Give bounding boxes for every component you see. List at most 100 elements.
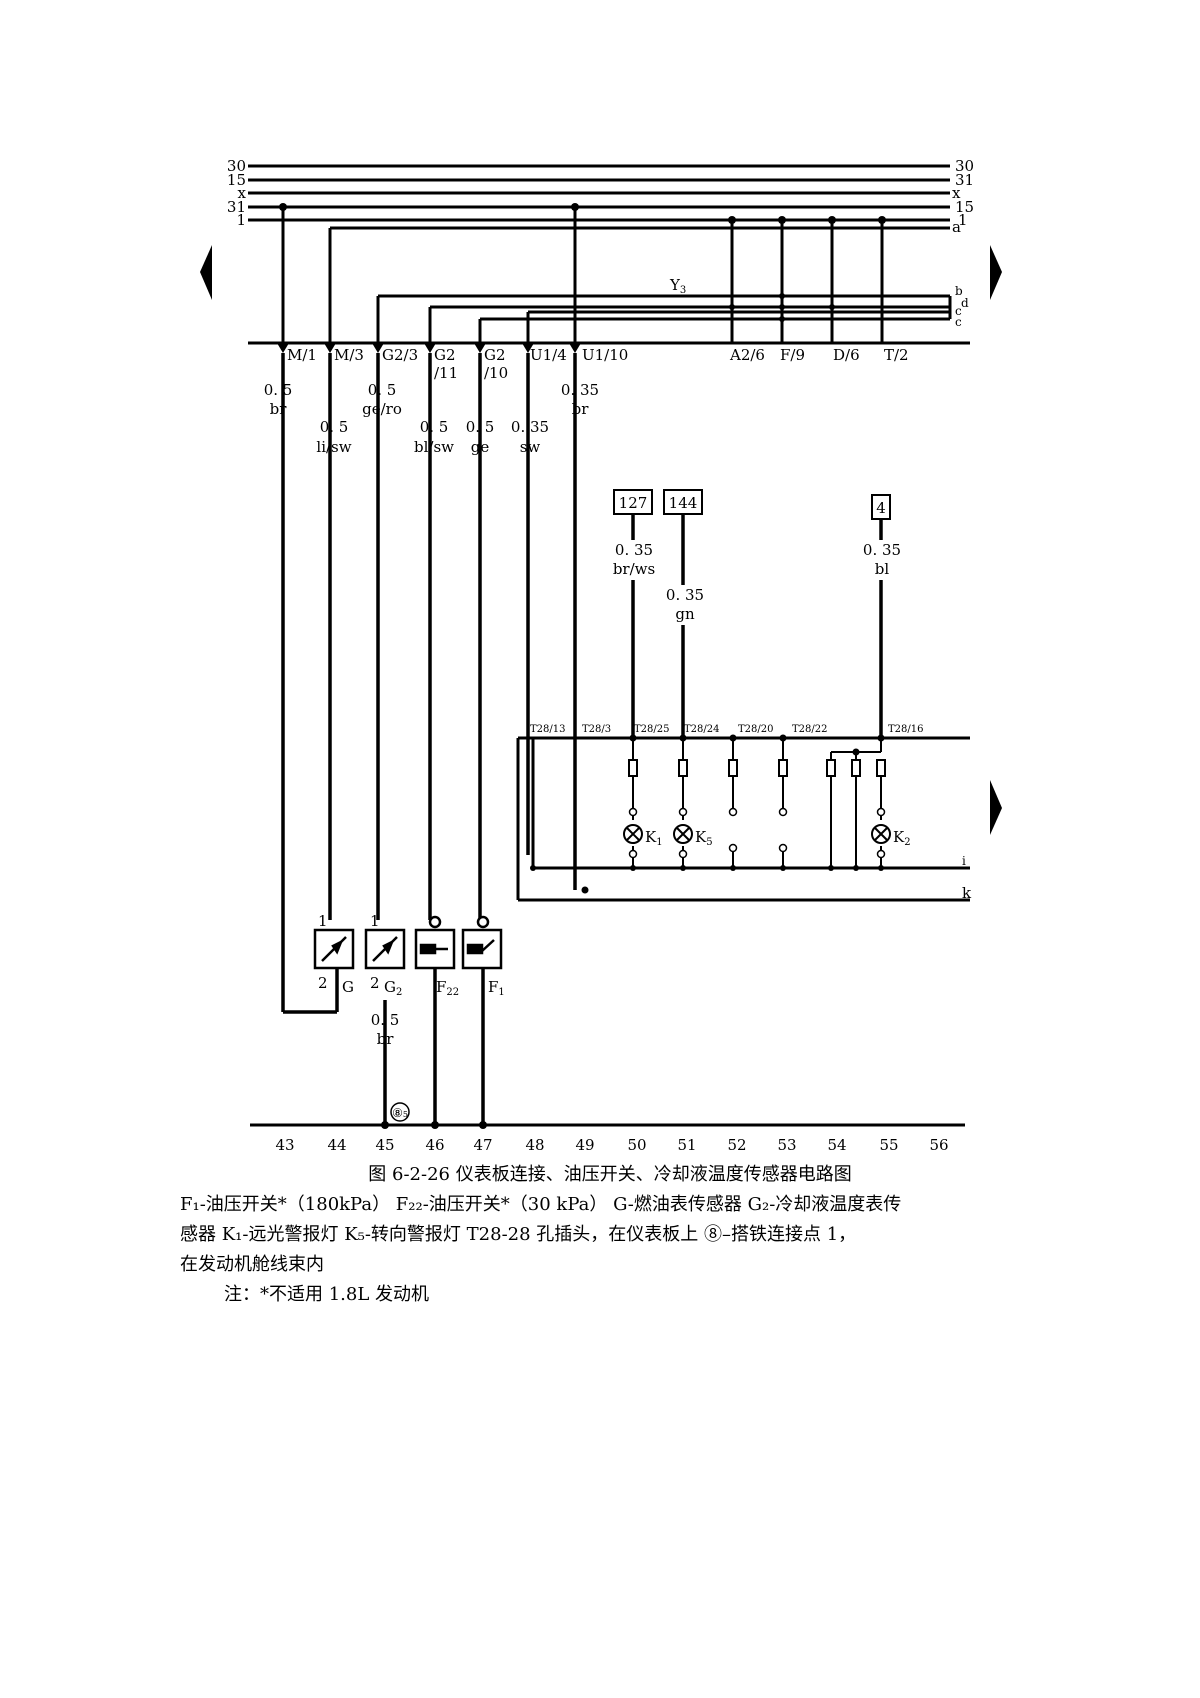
bus-right-15: 15 (955, 198, 974, 216)
svg-text:li/sw: li/sw (316, 438, 351, 456)
ref-box-127: 127 (619, 494, 648, 512)
switch-f22 (414, 915, 456, 970)
switch-f1 (461, 915, 503, 970)
svg-text:br: br (270, 400, 288, 418)
bus-label-1: 1 (236, 211, 246, 229)
svg-text:ge: ge (471, 438, 490, 456)
svg-text:43: 43 (275, 1136, 294, 1154)
ref-wires (631, 514, 883, 735)
svg-text:M/3: M/3 (334, 346, 364, 364)
sensor-g2-pin1: 1 (370, 912, 380, 930)
svg-text:T28/16: T28/16 (888, 724, 924, 735)
svg-text:G2: G2 (434, 346, 456, 364)
legend-line-2: 感器 K₁-远光警报灯 K₅-转向警报灯 T28-28 孔插头，在仪表板上 ⑧–… (180, 1224, 857, 1245)
svg-text:0. 35: 0. 35 (666, 586, 704, 604)
position-numbers: 43 44 45 46 47 48 49 50 51 52 53 54 55 5… (275, 1136, 948, 1154)
bus-label-30: 30 (227, 157, 246, 175)
svg-text:⑧5: ⑧5 (392, 1106, 408, 1120)
svg-text:bl/sw: bl/sw (414, 438, 454, 456)
svg-text:0. 5: 0. 5 (466, 418, 495, 436)
svg-text:51: 51 (677, 1136, 696, 1154)
reference-boxes (613, 489, 891, 520)
terminal-labels: T28/13 T28/3 T28/25 T28/24 T28/20 T28/22… (530, 724, 924, 735)
svg-text:br: br (572, 400, 590, 418)
bus-junctions (279, 203, 886, 322)
lamp-k2-label: K2 (893, 828, 911, 848)
bus-label-15: 15 (227, 171, 246, 189)
connector-labels: M/1 M/3 G2/3 G2 /11 G2 /10 U1/4 U1/10 A2… (287, 346, 909, 382)
svg-text:46: 46 (425, 1136, 444, 1154)
svg-text:44: 44 (327, 1136, 346, 1154)
svg-text:/11: /11 (434, 364, 458, 382)
svg-text:49: 49 (575, 1136, 594, 1154)
sensor-g (313, 928, 355, 970)
bottom-junctions (381, 1121, 487, 1129)
sensor-g2-label: G2 (384, 978, 402, 998)
svg-text:/10: /10 (484, 364, 508, 382)
svg-text:gn: gn (675, 605, 695, 623)
bus-right-x: x (952, 184, 961, 202)
bus-right-1: 1 (958, 211, 968, 229)
svg-text:G2: G2 (484, 346, 506, 364)
ref-box-4: 4 (876, 499, 886, 517)
cluster-branches (628, 738, 886, 868)
svg-text:T28/13: T28/13 (530, 724, 566, 735)
svg-text:G2/3: G2/3 (382, 346, 418, 364)
bus-labels-left: 30 15 x 31 1 (227, 157, 247, 229)
sensor-wires (281, 353, 577, 1125)
ref-box-144: 144 (669, 494, 698, 512)
right-arrow-marker-bottom (990, 780, 1002, 835)
harness-right-labels: b d c c (955, 284, 969, 329)
connector-pins (277, 343, 581, 353)
svg-text:48: 48 (525, 1136, 544, 1154)
lamp-k2 (871, 824, 891, 844)
svg-text:T28/20: T28/20 (738, 724, 774, 735)
svg-text:53: 53 (777, 1136, 796, 1154)
svg-text:br: br (377, 1030, 395, 1048)
svg-text:55: 55 (879, 1136, 898, 1154)
legend-line-1: F₁-油压开关*（180kPa） F₂₂-油压开关*（30 kPa） G-燃油表… (180, 1194, 902, 1215)
bus-right-a: a (952, 218, 961, 236)
circuit-diagram: 30 15 x 31 1 30 31 x 15 1 a Y3 b d c c (200, 157, 1002, 1154)
svg-text:0. 5: 0. 5 (371, 1011, 400, 1029)
bus-labels-right: 30 31 x 15 1 a (952, 157, 974, 236)
right-arrow-marker-top (990, 245, 1002, 300)
svg-text:T28/22: T28/22 (792, 724, 828, 735)
svg-text:br/ws: br/ws (613, 560, 655, 578)
svg-text:U1/10: U1/10 (582, 346, 628, 364)
svg-text:T/2: T/2 (884, 346, 909, 364)
svg-text:T28/3: T28/3 (582, 724, 611, 735)
harness-y3-label: Y3 (669, 276, 686, 296)
sensor-g-label: G (342, 978, 354, 996)
svg-text:M/1: M/1 (287, 346, 317, 364)
svg-text:0. 5: 0. 5 (420, 418, 449, 436)
svg-text:0. 35: 0. 35 (863, 541, 901, 559)
footnote: 注：*不适用 1.8L 发动机 (224, 1284, 430, 1305)
ground-symbol: ⑧5 (390, 1102, 410, 1122)
svg-text:0. 5: 0. 5 (320, 418, 349, 436)
svg-text:A2/6: A2/6 (729, 346, 765, 364)
svg-text:52: 52 (727, 1136, 746, 1154)
svg-text:47: 47 (473, 1136, 492, 1154)
bus-right-31: 31 (955, 171, 974, 189)
svg-text:0. 5: 0. 5 (264, 381, 293, 399)
lamp-k5 (673, 824, 693, 844)
power-buses (248, 164, 950, 222)
svg-text:45: 45 (375, 1136, 394, 1154)
instrument-cluster-frame (516, 736, 970, 902)
svg-text:d: d (961, 296, 969, 310)
svg-text:T28/24: T28/24 (684, 724, 720, 735)
svg-text:b: b (955, 284, 963, 298)
svg-text:0. 35: 0. 35 (511, 418, 549, 436)
wire-labels: 0. 5br 0. 5li/sw 0. 5ge/ro 0. 5bl/sw 0. … (264, 381, 901, 1048)
caption-block: 图 6-2-26 仪表板连接、油压开关、冷却液温度传感器电路图 F₁-油压开关*… (180, 1160, 1040, 1310)
figure-title: 图 6-2-26 仪表板连接、油压开关、冷却液温度传感器电路图 (368, 1164, 852, 1185)
svg-text:U1/4: U1/4 (530, 346, 567, 364)
sensor-g-pin2: 2 (318, 974, 328, 992)
bus-feeds (281, 207, 950, 343)
svg-text:c: c (955, 304, 962, 318)
bus-label-x: x (238, 184, 247, 202)
sensor-g-pin1: 1 (318, 912, 328, 930)
svg-text:56: 56 (929, 1136, 948, 1154)
left-arrow-marker (200, 245, 212, 300)
